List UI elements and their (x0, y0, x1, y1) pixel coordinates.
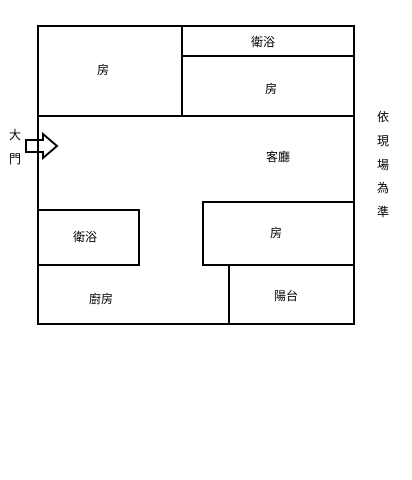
room-label-bedroom-top-right: 房 (265, 81, 277, 96)
entrance-arrow-icon (25, 131, 59, 161)
room-label-balcony: 陽台 (274, 288, 298, 303)
note-char: 場 (377, 158, 389, 172)
note-char: 為 (377, 181, 389, 195)
entrance-label-line1: 大 (9, 128, 21, 142)
wall-bedroom-right (202, 201, 355, 266)
room-label-bathroom-top-right: 衛浴 (251, 35, 275, 49)
room-label-living-room: 客廳 (266, 149, 290, 164)
outer-wall (37, 25, 355, 325)
note-char: 依 (377, 109, 389, 124)
room-label-bedroom-top-left: 房 (97, 62, 109, 77)
entrance-label-line2: 門 (9, 152, 21, 166)
note-char: 準 (377, 204, 389, 219)
room-label-bedroom-right: 房 (270, 225, 282, 240)
room-label-bathroom-left: 衛浴 (73, 230, 97, 244)
room-label-kitchen: 廚房 (89, 291, 113, 306)
note-char: 現 (377, 134, 389, 148)
